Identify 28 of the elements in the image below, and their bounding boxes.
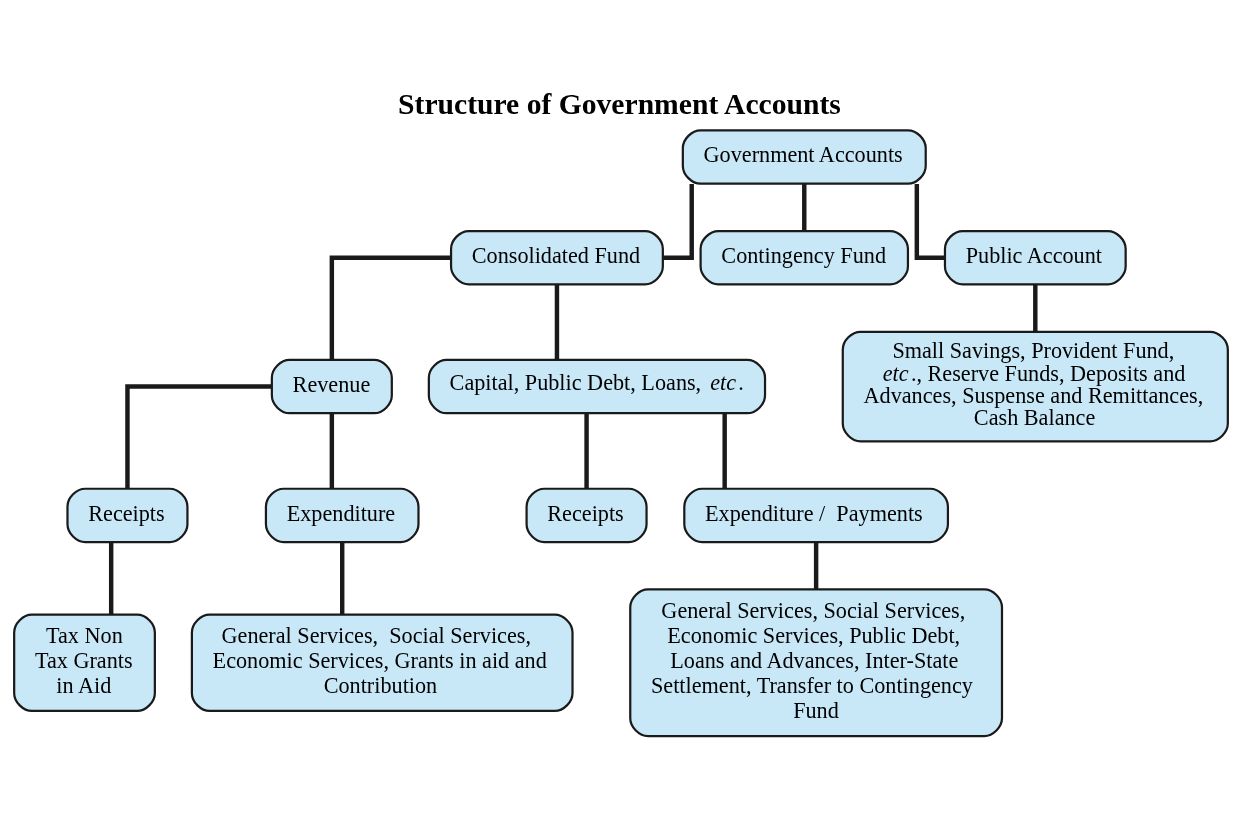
node-box: Government Accounts [681,129,927,185]
node-box: Capital, Public Debt, Loans, etc. [427,358,767,415]
node-box: General Services, Social Services, Economic Services, Grants in aid and Contribution [190,613,574,712]
connector [1033,284,1038,332]
node-box: Receipts [66,487,189,544]
node-box: Tax Non Tax Grants in Aid [13,613,156,712]
node-box: Contingency Fund [699,229,910,286]
node-box: Consolidated Fund [449,229,664,286]
connector [914,184,945,260]
connector [802,184,807,231]
node-box: Public Account [943,229,1127,286]
connector [584,413,589,489]
diagram-title: Structure of Government Accounts [398,88,841,121]
node-box: Revenue [270,358,393,415]
node-box: Receipts [525,487,648,544]
connector [722,413,727,489]
connector [329,413,335,489]
connector [108,542,114,615]
node-box: Expenditure / Payments [683,487,950,544]
node-box: General Services, Social Services, Economic Services, Public Debt, Loans and Advances, Inter-State Settlement, Transfer to Contingency Fund [629,588,1004,738]
connector [125,384,272,489]
node-box: Small Savings, Provident Fund, etc., Reserve Funds, Deposits and Advances, Suspense and Remittances, Cash Balance [841,330,1229,443]
connector [813,542,819,590]
connector [554,284,560,360]
connector [663,184,694,260]
connector [329,255,451,360]
connector [339,542,345,615]
node-box: Expenditure [264,487,420,544]
